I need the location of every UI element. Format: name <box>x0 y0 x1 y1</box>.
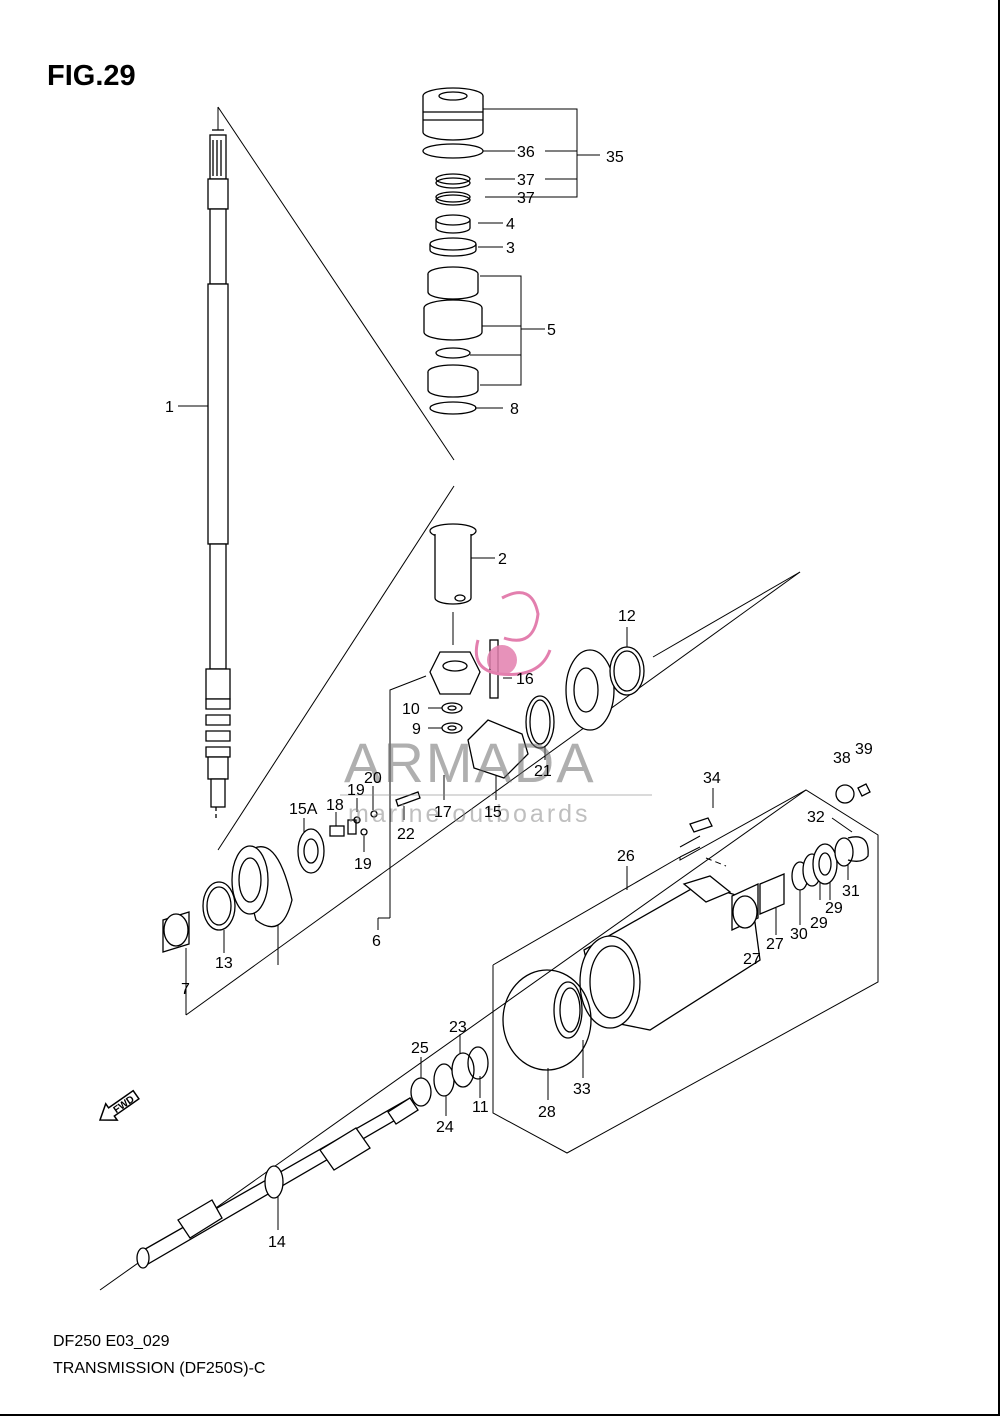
callout-19-upper: 19 <box>347 782 365 799</box>
callout-10: 10 <box>402 701 420 718</box>
callout-30: 30 <box>790 926 808 943</box>
callout-23: 23 <box>449 1019 467 1036</box>
shift-parts <box>297 791 421 874</box>
callout-21: 21 <box>534 763 552 780</box>
callout-37-upper: 37 <box>517 172 535 189</box>
callout-36: 36 <box>517 144 535 161</box>
callout-8: 8 <box>510 401 519 418</box>
callout-3: 3 <box>506 240 515 257</box>
propeller-shaft-part <box>136 1097 419 1269</box>
callout-18: 18 <box>326 797 344 814</box>
o-ring-part <box>422 143 484 159</box>
bearing-parts <box>423 173 483 415</box>
callout-25: 25 <box>411 1040 429 1057</box>
callout-2: 2 <box>498 551 507 568</box>
callout-32: 32 <box>807 809 825 826</box>
callout-33: 33 <box>573 1081 591 1098</box>
callout-14: 14 <box>268 1234 286 1251</box>
sleeve-part <box>429 523 477 605</box>
forward-arrow-icon: FWD <box>98 1089 140 1121</box>
bearing-housing-part <box>422 87 484 141</box>
callout-34: 34 <box>703 770 721 787</box>
housing-bearings <box>689 783 871 932</box>
callout-24: 24 <box>436 1119 454 1136</box>
callout-11: 11 <box>472 1099 489 1116</box>
callout-31: 31 <box>842 883 860 900</box>
callout-labels: 1 2 3 4 5 6 7 8 9 10 11 12 13 14 15 15A … <box>165 144 873 1251</box>
callout-9: 9 <box>412 721 421 738</box>
callout-1: 1 <box>165 399 174 416</box>
callout-19-lower: 19 <box>354 856 372 873</box>
callout-7: 7 <box>181 981 190 998</box>
driveshaft-part <box>205 129 231 820</box>
callout-29-lower: 29 <box>810 915 828 932</box>
leader-lines <box>99 106 879 1291</box>
callout-26: 26 <box>617 848 635 865</box>
callout-27-lower: 27 <box>743 951 761 968</box>
callout-4: 4 <box>506 216 515 233</box>
callout-12: 12 <box>618 608 636 625</box>
washer-parts <box>441 702 463 734</box>
callout-13: 13 <box>215 955 233 972</box>
callout-35: 35 <box>606 149 624 166</box>
forward-gear-part <box>565 646 645 731</box>
pinion-gear-part <box>429 651 481 695</box>
callout-15: 15 <box>484 804 502 821</box>
figure-caption: TRANSMISSION (DF250S)-C <box>53 1360 266 1377</box>
callout-28: 28 <box>538 1104 556 1121</box>
propeller-shaft-housing-part <box>502 875 761 1071</box>
callout-27-upper: 27 <box>766 936 784 953</box>
callout-29-upper: 29 <box>825 900 843 917</box>
figure-code: DF250 E03_029 <box>53 1333 170 1350</box>
callout-17: 17 <box>434 804 452 821</box>
callout-16: 16 <box>516 671 534 688</box>
callout-20: 20 <box>364 770 382 787</box>
watermark-tagline: marine outboards <box>348 800 591 828</box>
figure-title: FIG.29 <box>47 60 136 92</box>
watermark-brand: ARMADA <box>344 731 596 794</box>
callout-39: 39 <box>855 741 873 758</box>
callout-6: 6 <box>372 933 381 950</box>
callout-38: 38 <box>833 750 851 767</box>
callout-5: 5 <box>547 322 556 339</box>
watermark-logo: ARMADA marine outboards <box>340 591 652 828</box>
callout-22: 22 <box>397 826 415 843</box>
shaft-washers <box>410 1046 489 1107</box>
callout-15a: 15A <box>289 801 318 818</box>
callout-37-lower: 37 <box>517 190 535 207</box>
reverse-gear-part <box>162 845 293 953</box>
